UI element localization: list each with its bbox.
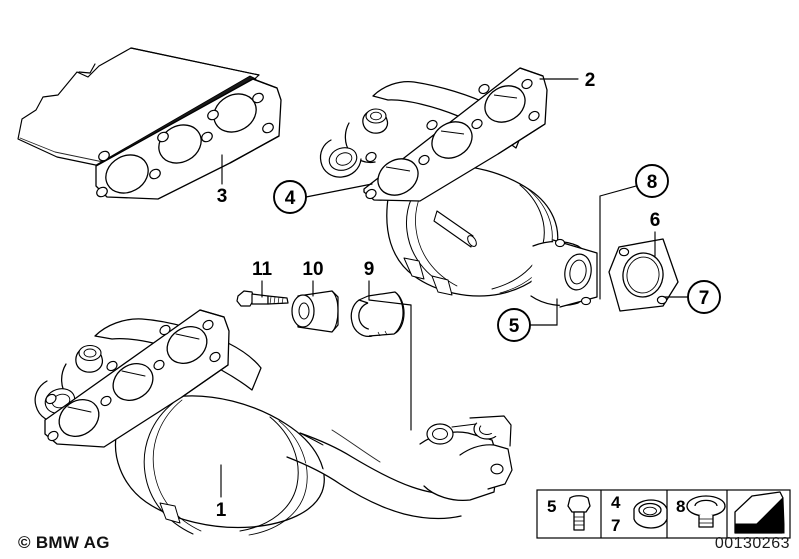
leader-5: [529, 298, 558, 326]
callout-label-5: 5: [509, 316, 520, 337]
callout-label-6: 6: [650, 210, 661, 231]
callout-label-3: 3: [217, 186, 228, 207]
callout-circle-8: [635, 164, 669, 198]
copyright-notice: © BMW AG: [18, 533, 110, 552]
legend-number-7: 7: [611, 516, 620, 535]
part-10-sleeve: [291, 290, 339, 333]
part-2-mounting-flange: [363, 67, 548, 202]
arrow-direction-icon: [734, 491, 785, 534]
part-11-stud-bolt: [236, 290, 289, 307]
leader-9-join: [368, 299, 412, 306]
callout-label-7: 7: [699, 288, 710, 309]
callout-label-8: 8: [647, 172, 658, 193]
callout-label-4: 4: [285, 188, 296, 209]
callout-labels: 1 2 3 4 5 6 7 8 9 10 11: [216, 70, 710, 521]
callout-label-9: 9: [364, 259, 375, 280]
leader-4: [305, 183, 373, 198]
hex-bolt-icon: [567, 495, 591, 531]
legend-number-4: 4: [611, 493, 621, 512]
hex-nut-icon: [633, 499, 668, 529]
callout-label-2: 2: [585, 70, 596, 91]
fastener-legend: 5 4 7 8: [536, 489, 791, 539]
callout-circle-4: [273, 180, 307, 214]
diagram-part-number: 00130263: [715, 535, 790, 552]
part-6-flange-gasket: [608, 238, 679, 312]
callout-label-10: 10: [302, 259, 323, 280]
collar-nut-icon: [686, 495, 726, 528]
callout-leader-lines: [220, 78, 689, 498]
callout-circle-5: [497, 308, 531, 342]
part-1-lower-manifold-assembly: [34, 309, 513, 536]
part-2-upper-manifold-assembly: [319, 80, 598, 308]
callout-label-11: 11: [252, 259, 273, 280]
legend-number-5: 5: [547, 497, 556, 516]
callout-circle-7: [687, 280, 721, 314]
part-1-mounting-flange: [44, 309, 230, 448]
part-3-gasket-plate: [95, 78, 282, 200]
legend-number-8: 8: [676, 497, 685, 516]
callout-circles: [273, 164, 721, 342]
leader-8: [599, 185, 637, 300]
callout-label-1: 1: [216, 500, 227, 521]
